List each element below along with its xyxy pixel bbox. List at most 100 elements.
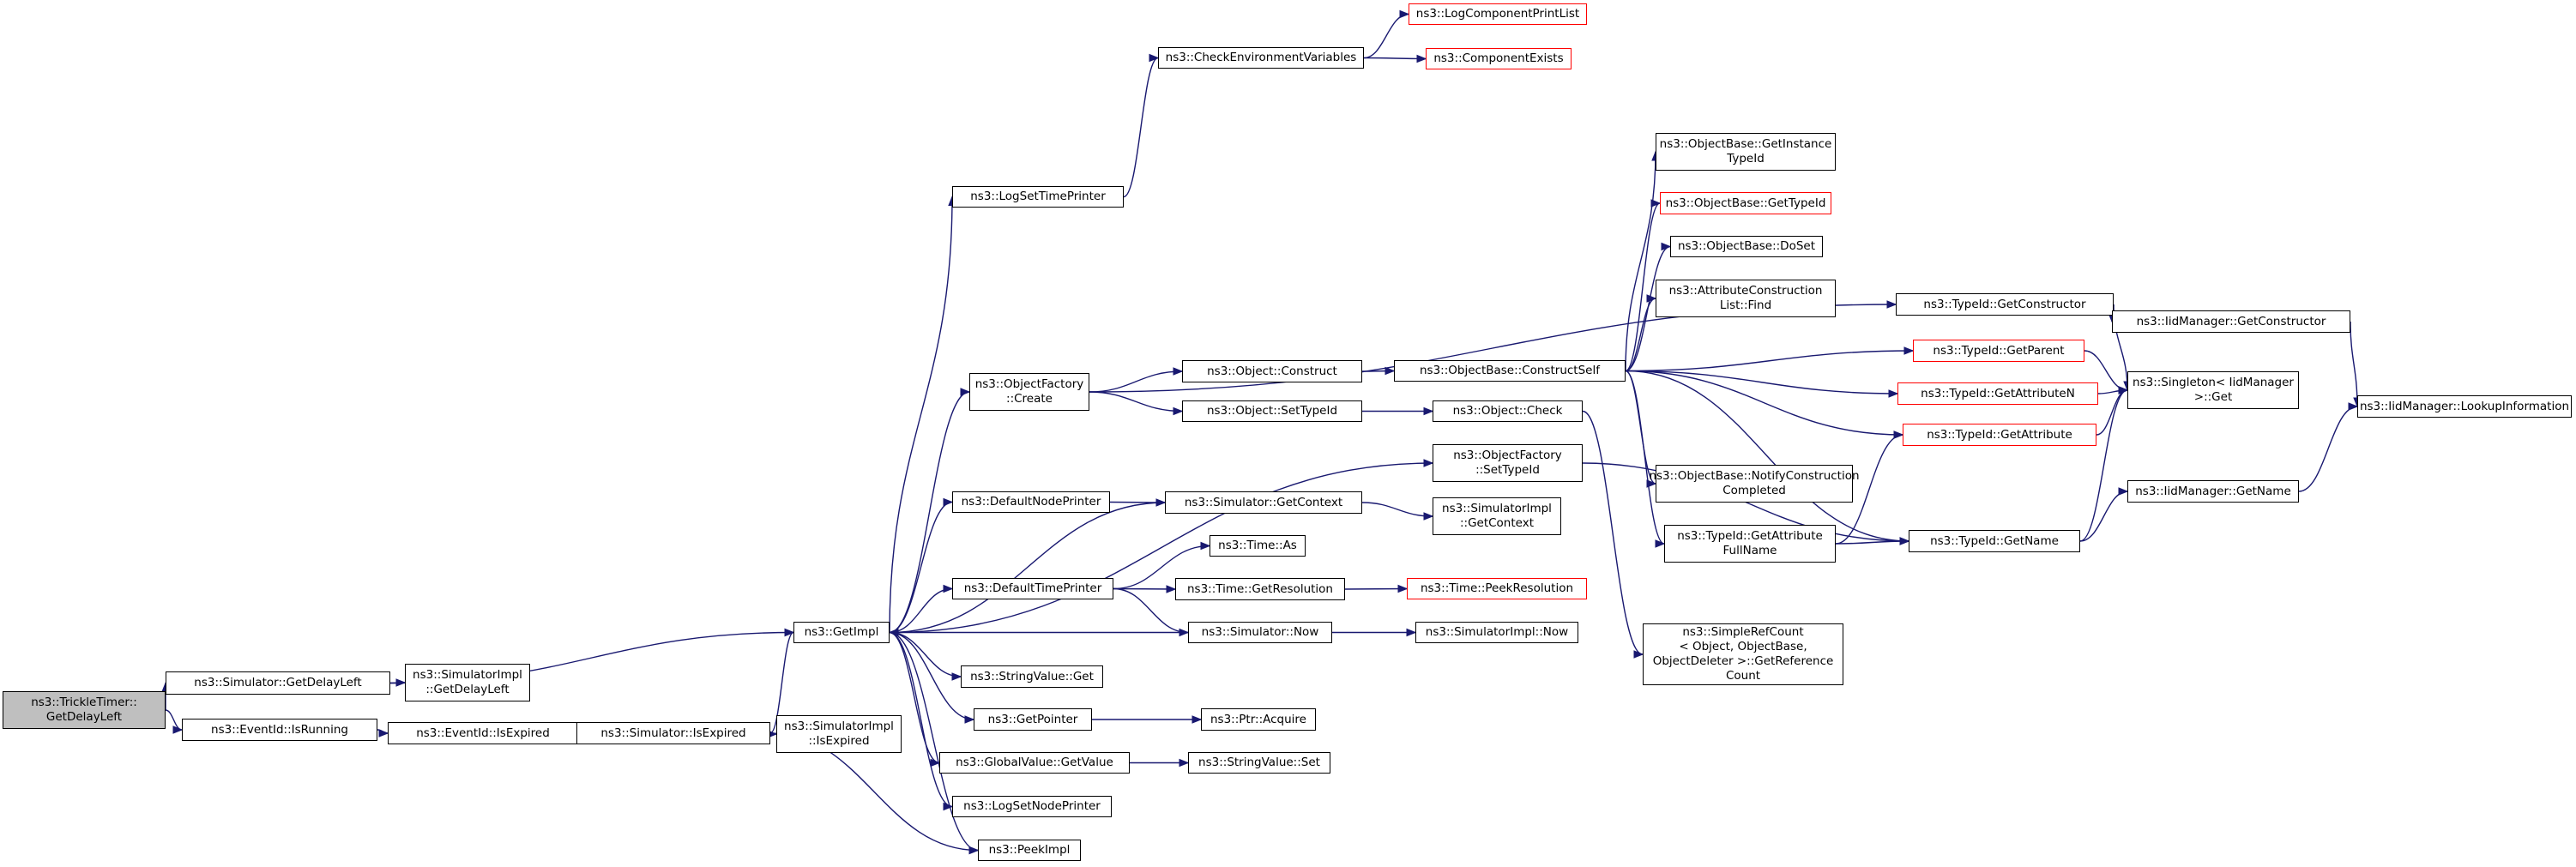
node-stringvalue-set[interactable]: ns3::StringValue::Set bbox=[1188, 752, 1330, 774]
node-typeid-getname[interactable]: ns3::TypeId::GetName bbox=[1909, 530, 2080, 552]
arrowhead-icon bbox=[968, 846, 980, 855]
arrowhead-icon bbox=[1655, 539, 1666, 548]
node-defaultnodeprinter[interactable]: ns3::DefaultNodePrinter bbox=[952, 491, 1110, 513]
call-edge bbox=[1582, 410, 1644, 655]
node-trickletimer-getdelayleft: ns3::TrickleTimer:: GetDelayLeft bbox=[3, 691, 166, 729]
node-typeid-getconstructor[interactable]: ns3::TypeId::GetConstructor bbox=[1896, 293, 2114, 316]
node-time-getresolution[interactable]: ns3::Time::GetResolution bbox=[1175, 578, 1345, 600]
node-objectbase-gettypeid[interactable]: ns3::ObjectBase::GetTypeId bbox=[1660, 192, 1831, 214]
call-edge bbox=[1625, 370, 1665, 545]
arrowhead-icon bbox=[1650, 199, 1662, 208]
node-objectbase-notifyconstructioncompleted[interactable]: ns3::ObjectBase::NotifyConstruction Comp… bbox=[1649, 465, 1860, 503]
node-objectfactory-create[interactable]: ns3::ObjectFactory ::Create bbox=[969, 373, 1089, 411]
node-ptr-acquire[interactable]: ns3::Ptr::Acquire bbox=[1201, 708, 1316, 731]
node-stringvalue-get[interactable]: ns3::StringValue::Get bbox=[961, 665, 1103, 688]
arrowhead-icon bbox=[1416, 54, 1427, 63]
arrowhead-icon bbox=[1423, 406, 1434, 416]
node-iidmanager-lookupinformation[interactable]: ns3::IidManager::LookupInformation bbox=[2357, 395, 2572, 418]
arrowhead-icon bbox=[1173, 406, 1184, 416]
arrowhead-icon bbox=[930, 758, 941, 768]
node-logcomponentprintlist[interactable]: ns3::LogComponentPrintList bbox=[1409, 3, 1587, 25]
call-edge bbox=[1123, 57, 1159, 198]
node-defaulttimeprinter[interactable]: ns3::DefaultTimePrinter bbox=[952, 578, 1113, 599]
node-attributeconstructionlist-find[interactable]: ns3::AttributeConstruction List::Find bbox=[1656, 280, 1836, 317]
arrowhead-icon bbox=[960, 388, 971, 396]
arrowhead-icon bbox=[1397, 584, 1409, 593]
node-logsettimeprinter[interactable]: ns3::LogSetTimePrinter bbox=[952, 186, 1124, 208]
node-logsetnodeprinter[interactable]: ns3::LogSetNodePrinter bbox=[952, 796, 1112, 817]
arrowhead-icon bbox=[1173, 367, 1184, 376]
node-simulatorimpl-isexpired[interactable]: ns3::SimulatorImpl ::IsExpired bbox=[776, 715, 902, 753]
call-edge bbox=[1113, 545, 1210, 590]
node-typeid-getattributen[interactable]: ns3::TypeId::GetAttributeN bbox=[1897, 382, 2098, 405]
node-peekimpl[interactable]: ns3::PeekImpl bbox=[978, 840, 1081, 861]
call-edge bbox=[2079, 389, 2128, 542]
call-edge bbox=[1363, 13, 1409, 59]
node-object-settypeid[interactable]: ns3::Object::SetTypeId bbox=[1182, 400, 1362, 422]
arrowhead-icon bbox=[964, 715, 975, 724]
arrowhead-icon bbox=[172, 726, 184, 734]
arrowhead-icon bbox=[1399, 9, 1410, 19]
node-simulator-isexpired[interactable]: ns3::Simulator::IsExpired bbox=[576, 722, 770, 744]
arrowhead-icon bbox=[378, 729, 389, 738]
arrowhead-icon bbox=[1406, 628, 1417, 637]
arrowhead-icon bbox=[1633, 650, 1644, 659]
call-edge bbox=[2298, 406, 2358, 492]
node-object-check[interactable]: ns3::Object::Check bbox=[1433, 400, 1583, 422]
arrowhead-icon bbox=[1903, 346, 1915, 355]
arrowhead-icon bbox=[1886, 300, 1897, 309]
arrowhead-icon bbox=[1179, 758, 1190, 768]
call-edge bbox=[1625, 298, 1656, 372]
node-typeid-getattributefullname[interactable]: ns3::TypeId::GetAttribute FullName bbox=[1664, 525, 1836, 563]
node-globalvalue-getvalue[interactable]: ns3::GlobalValue::GetValue bbox=[939, 752, 1130, 774]
node-object-construct[interactable]: ns3::Object::Construct bbox=[1182, 360, 1362, 382]
node-typeid-getparent[interactable]: ns3::TypeId::GetParent bbox=[1913, 340, 2084, 362]
call-edge bbox=[1363, 57, 1427, 60]
node-simulatorimpl-now[interactable]: ns3::SimulatorImpl::Now bbox=[1415, 622, 1578, 643]
node-getpointer[interactable]: ns3::GetPointer bbox=[974, 708, 1092, 731]
call-edge bbox=[889, 196, 953, 633]
arrowhead-icon bbox=[1166, 585, 1177, 593]
call-edge bbox=[889, 391, 970, 634]
node-typeid-getattribute[interactable]: ns3::TypeId::GetAttribute bbox=[1903, 424, 2096, 446]
arrowhead-icon bbox=[1200, 541, 1211, 551]
node-iidmanager-getname[interactable]: ns3::IidManager::GetName bbox=[2127, 480, 2299, 503]
node-simplerefcount-getreferencecount[interactable]: ns3::SimpleRefCount < Object, ObjectBase… bbox=[1643, 623, 1843, 685]
call-edge bbox=[1625, 350, 1914, 372]
call-edge bbox=[769, 631, 794, 734]
arrowhead-icon bbox=[943, 802, 954, 811]
node-simulatorimpl-getcontext[interactable]: ns3::SimulatorImpl ::GetContext bbox=[1433, 497, 1561, 535]
node-simulator-now[interactable]: ns3::Simulator::Now bbox=[1188, 622, 1332, 643]
call-edge bbox=[2350, 321, 2358, 407]
call-edge bbox=[1113, 587, 1176, 590]
node-objectbase-constructself[interactable]: ns3::ObjectBase::ConstructSelf bbox=[1394, 360, 1626, 382]
node-singleton-iidmanager-get[interactable]: ns3::Singleton< IidManager >::Get bbox=[2127, 371, 2299, 409]
node-simulatorimpl-getdelayleft[interactable]: ns3::SimulatorImpl ::GetDelayLeft bbox=[405, 664, 530, 701]
call-edge bbox=[889, 462, 1433, 634]
node-time-as[interactable]: ns3::Time::As bbox=[1210, 535, 1306, 557]
arrowhead-icon bbox=[943, 497, 954, 507]
node-objectfactory-settypeid[interactable]: ns3::ObjectFactory ::SetTypeId bbox=[1433, 444, 1583, 482]
node-objectbase-getinstancetypeid[interactable]: ns3::ObjectBase::GetInstance TypeId bbox=[1656, 133, 1836, 171]
node-objectbase-doset[interactable]: ns3::ObjectBase::DoSet bbox=[1670, 236, 1823, 257]
node-iidmanager-getconstructor[interactable]: ns3::IidManager::GetConstructor bbox=[2112, 310, 2350, 333]
arrowhead-icon bbox=[1899, 537, 1910, 545]
node-checkenvironmentvariables[interactable]: ns3::CheckEnvironmentVariables bbox=[1158, 47, 1364, 69]
call-edge bbox=[2096, 389, 2128, 436]
arrowhead-icon bbox=[1661, 242, 1672, 251]
node-eventid-isexpired[interactable]: ns3::EventId::IsExpired bbox=[388, 722, 578, 744]
arrowhead-icon bbox=[1893, 430, 1904, 439]
node-simulator-getcontext[interactable]: ns3::Simulator::GetContext bbox=[1165, 491, 1362, 514]
call-edge bbox=[1089, 370, 1183, 393]
node-componentexists[interactable]: ns3::ComponentExists bbox=[1426, 48, 1572, 69]
node-simulator-getdelayleft[interactable]: ns3::Simulator::GetDelayLeft bbox=[166, 671, 390, 695]
arrowhead-icon bbox=[1646, 479, 1657, 488]
node-getimpl[interactable]: ns3::GetImpl bbox=[793, 622, 890, 643]
node-eventid-isrunning[interactable]: ns3::EventId::IsRunning bbox=[182, 719, 377, 741]
call-edge bbox=[1361, 502, 1433, 517]
call-edge bbox=[889, 631, 940, 764]
node-time-peekresolution[interactable]: ns3::Time::PeekResolution bbox=[1407, 578, 1587, 599]
arrowhead-icon bbox=[1888, 389, 1899, 398]
arrowhead-icon bbox=[1423, 459, 1434, 467]
